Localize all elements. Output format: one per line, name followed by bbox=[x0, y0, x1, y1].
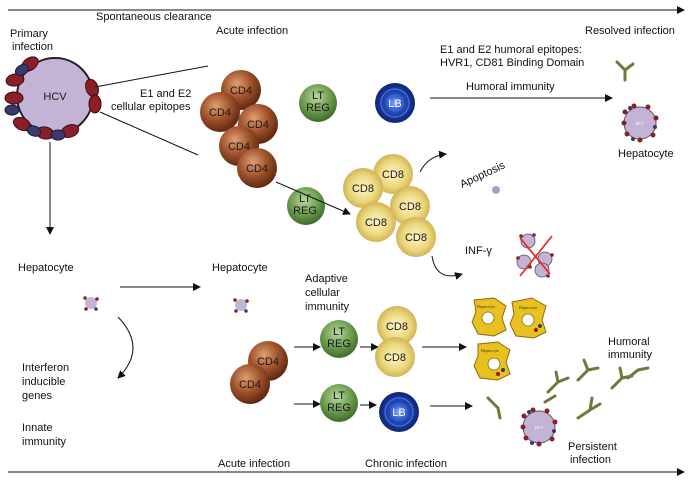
apoptotic-body bbox=[492, 186, 500, 194]
cd8-label: CD8 bbox=[405, 232, 427, 244]
hepatocyte-top-label: Hepatocyte bbox=[618, 148, 674, 160]
cd4-label: CD4 bbox=[230, 85, 252, 97]
persistent-label-2: infection bbox=[570, 454, 611, 466]
humoral-right-label-1: Humoral bbox=[608, 336, 650, 348]
cd8-label: CD8 bbox=[365, 217, 387, 229]
lt-reg-top: LT REG bbox=[299, 84, 337, 122]
lt-reg-bottom-1: LT REG bbox=[320, 320, 358, 358]
lt-reg-label-1: LT bbox=[333, 390, 345, 402]
small-hepatocyte-mid bbox=[233, 298, 249, 313]
humoral-immunity-label: Humoral immunity bbox=[466, 81, 555, 93]
hepatocyte-tag: Hepatocyte bbox=[477, 304, 495, 309]
cd4-label: CD4 bbox=[239, 379, 261, 391]
inf-gamma-arrow bbox=[431, 255, 463, 280]
epitope-line-bottom bbox=[99, 111, 199, 156]
cd8-cluster-top: CD8 CD8 CD8 CD8 CD8 bbox=[343, 154, 436, 257]
cd4-label: CD4 bbox=[247, 119, 269, 131]
cd8-cluster-bottom: CD8 CD8 bbox=[375, 306, 417, 377]
lt-reg-bottom-2: LT REG bbox=[320, 384, 358, 422]
humoral-epitopes-label-2: HVR1, CD81 Binding Domain bbox=[440, 57, 584, 69]
hepatocyte-tag: Hepatocyte bbox=[481, 348, 499, 353]
lb-label: LB bbox=[388, 98, 401, 110]
lt-reg-label-2: REG bbox=[327, 338, 351, 350]
interferon-label-1: Interferon bbox=[22, 362, 69, 374]
cd8-label: CD8 bbox=[384, 352, 406, 364]
cellular-epitopes-label-2: cellular epitopes bbox=[111, 101, 191, 113]
lb-label: LB bbox=[392, 407, 405, 419]
resolved-hepatocyte: HCV bbox=[621, 103, 659, 143]
infected-hepatocytes: Hepatocyte Hepatocyte Hepatocyte bbox=[471, 297, 547, 381]
cd4-cluster-bottom: CD4 CD4 bbox=[230, 341, 288, 404]
cd8-label: CD8 bbox=[352, 183, 374, 195]
lt-reg-label-2: REG bbox=[327, 402, 351, 414]
cd4-label: CD4 bbox=[228, 141, 250, 153]
cd8-label: CD8 bbox=[399, 201, 421, 213]
adaptive-label-2: cellular bbox=[305, 287, 340, 299]
apoptosis-label: Apoptosis bbox=[458, 159, 507, 191]
epitope-line-top bbox=[94, 65, 209, 88]
hepatocyte-mid-label: Hepatocyte bbox=[212, 262, 268, 274]
lt-reg-middle: LT REG bbox=[287, 187, 325, 225]
primary-infection-label-1: Primary bbox=[10, 28, 48, 40]
cd4-to-cd8-arrow bbox=[275, 181, 351, 215]
cd4-cluster-top: CD4 CD4 CD4 CD4 CD4 bbox=[200, 70, 278, 188]
interferon-label-3: genes bbox=[22, 390, 52, 402]
cd4-label: CD4 bbox=[246, 163, 268, 175]
timeline-top-label: Spontaneous clearance bbox=[96, 11, 212, 23]
persistent-label-1: Persistent bbox=[568, 441, 617, 453]
adaptive-label-1: Adaptive bbox=[305, 273, 348, 285]
b-lymphocyte-bottom: LB bbox=[379, 392, 419, 432]
infected-cells-destroyed bbox=[516, 233, 554, 278]
b-lymphocyte-top: LB bbox=[375, 83, 415, 123]
humoral-right-label-2: immunity bbox=[608, 349, 653, 361]
cd8-label: CD8 bbox=[386, 321, 408, 333]
innate-immunity-label-2: immunity bbox=[22, 436, 67, 448]
innate-immunity-label-1: Innate bbox=[22, 422, 53, 434]
hcv-label: HCV bbox=[43, 91, 67, 103]
cd4-label: CD4 bbox=[209, 107, 231, 119]
timeline-chronic-label: Chronic infection bbox=[365, 458, 447, 470]
cellular-epitopes-label-1: E1 and E2 bbox=[140, 88, 191, 100]
timeline-acute-label: Acute infection bbox=[218, 458, 290, 470]
persistent-hepatocyte: HCV bbox=[520, 407, 558, 447]
apoptosis-arrow bbox=[419, 150, 447, 173]
inf-gamma-label: INF-γ bbox=[465, 245, 492, 257]
lt-reg-label-2: REG bbox=[306, 102, 330, 114]
humoral-epitopes-label-1: E1 and E2 humoral epitopes: bbox=[440, 44, 582, 56]
lt-reg-label-2: REG bbox=[293, 205, 317, 217]
hcv-tag: HCV bbox=[535, 425, 544, 430]
antibodies-bottom bbox=[486, 358, 650, 420]
interferon-label-2: inducible bbox=[22, 376, 65, 388]
resolved-infection-label: Resolved infection bbox=[585, 25, 675, 37]
antibody-top bbox=[615, 60, 635, 82]
adaptive-label-3: immunity bbox=[305, 301, 350, 313]
primary-infection-label-2: infection bbox=[12, 41, 53, 53]
small-hepatocyte-left bbox=[83, 296, 99, 311]
hcv-virus-large: HCV bbox=[4, 56, 102, 141]
lt-reg-label-1: LT bbox=[333, 326, 345, 338]
hepatocyte-left-label: Hepatocyte bbox=[18, 262, 74, 274]
cd4-label: CD4 bbox=[257, 356, 279, 368]
lt-reg-label-1: LT bbox=[312, 90, 324, 102]
hepatocyte-tag: Hepatocyte bbox=[519, 305, 537, 310]
acute-infection-label: Acute infection bbox=[216, 25, 288, 37]
hcv-tag: HCV bbox=[636, 121, 645, 126]
interferon-arrow bbox=[117, 316, 134, 379]
cd8-label: CD8 bbox=[382, 169, 404, 181]
